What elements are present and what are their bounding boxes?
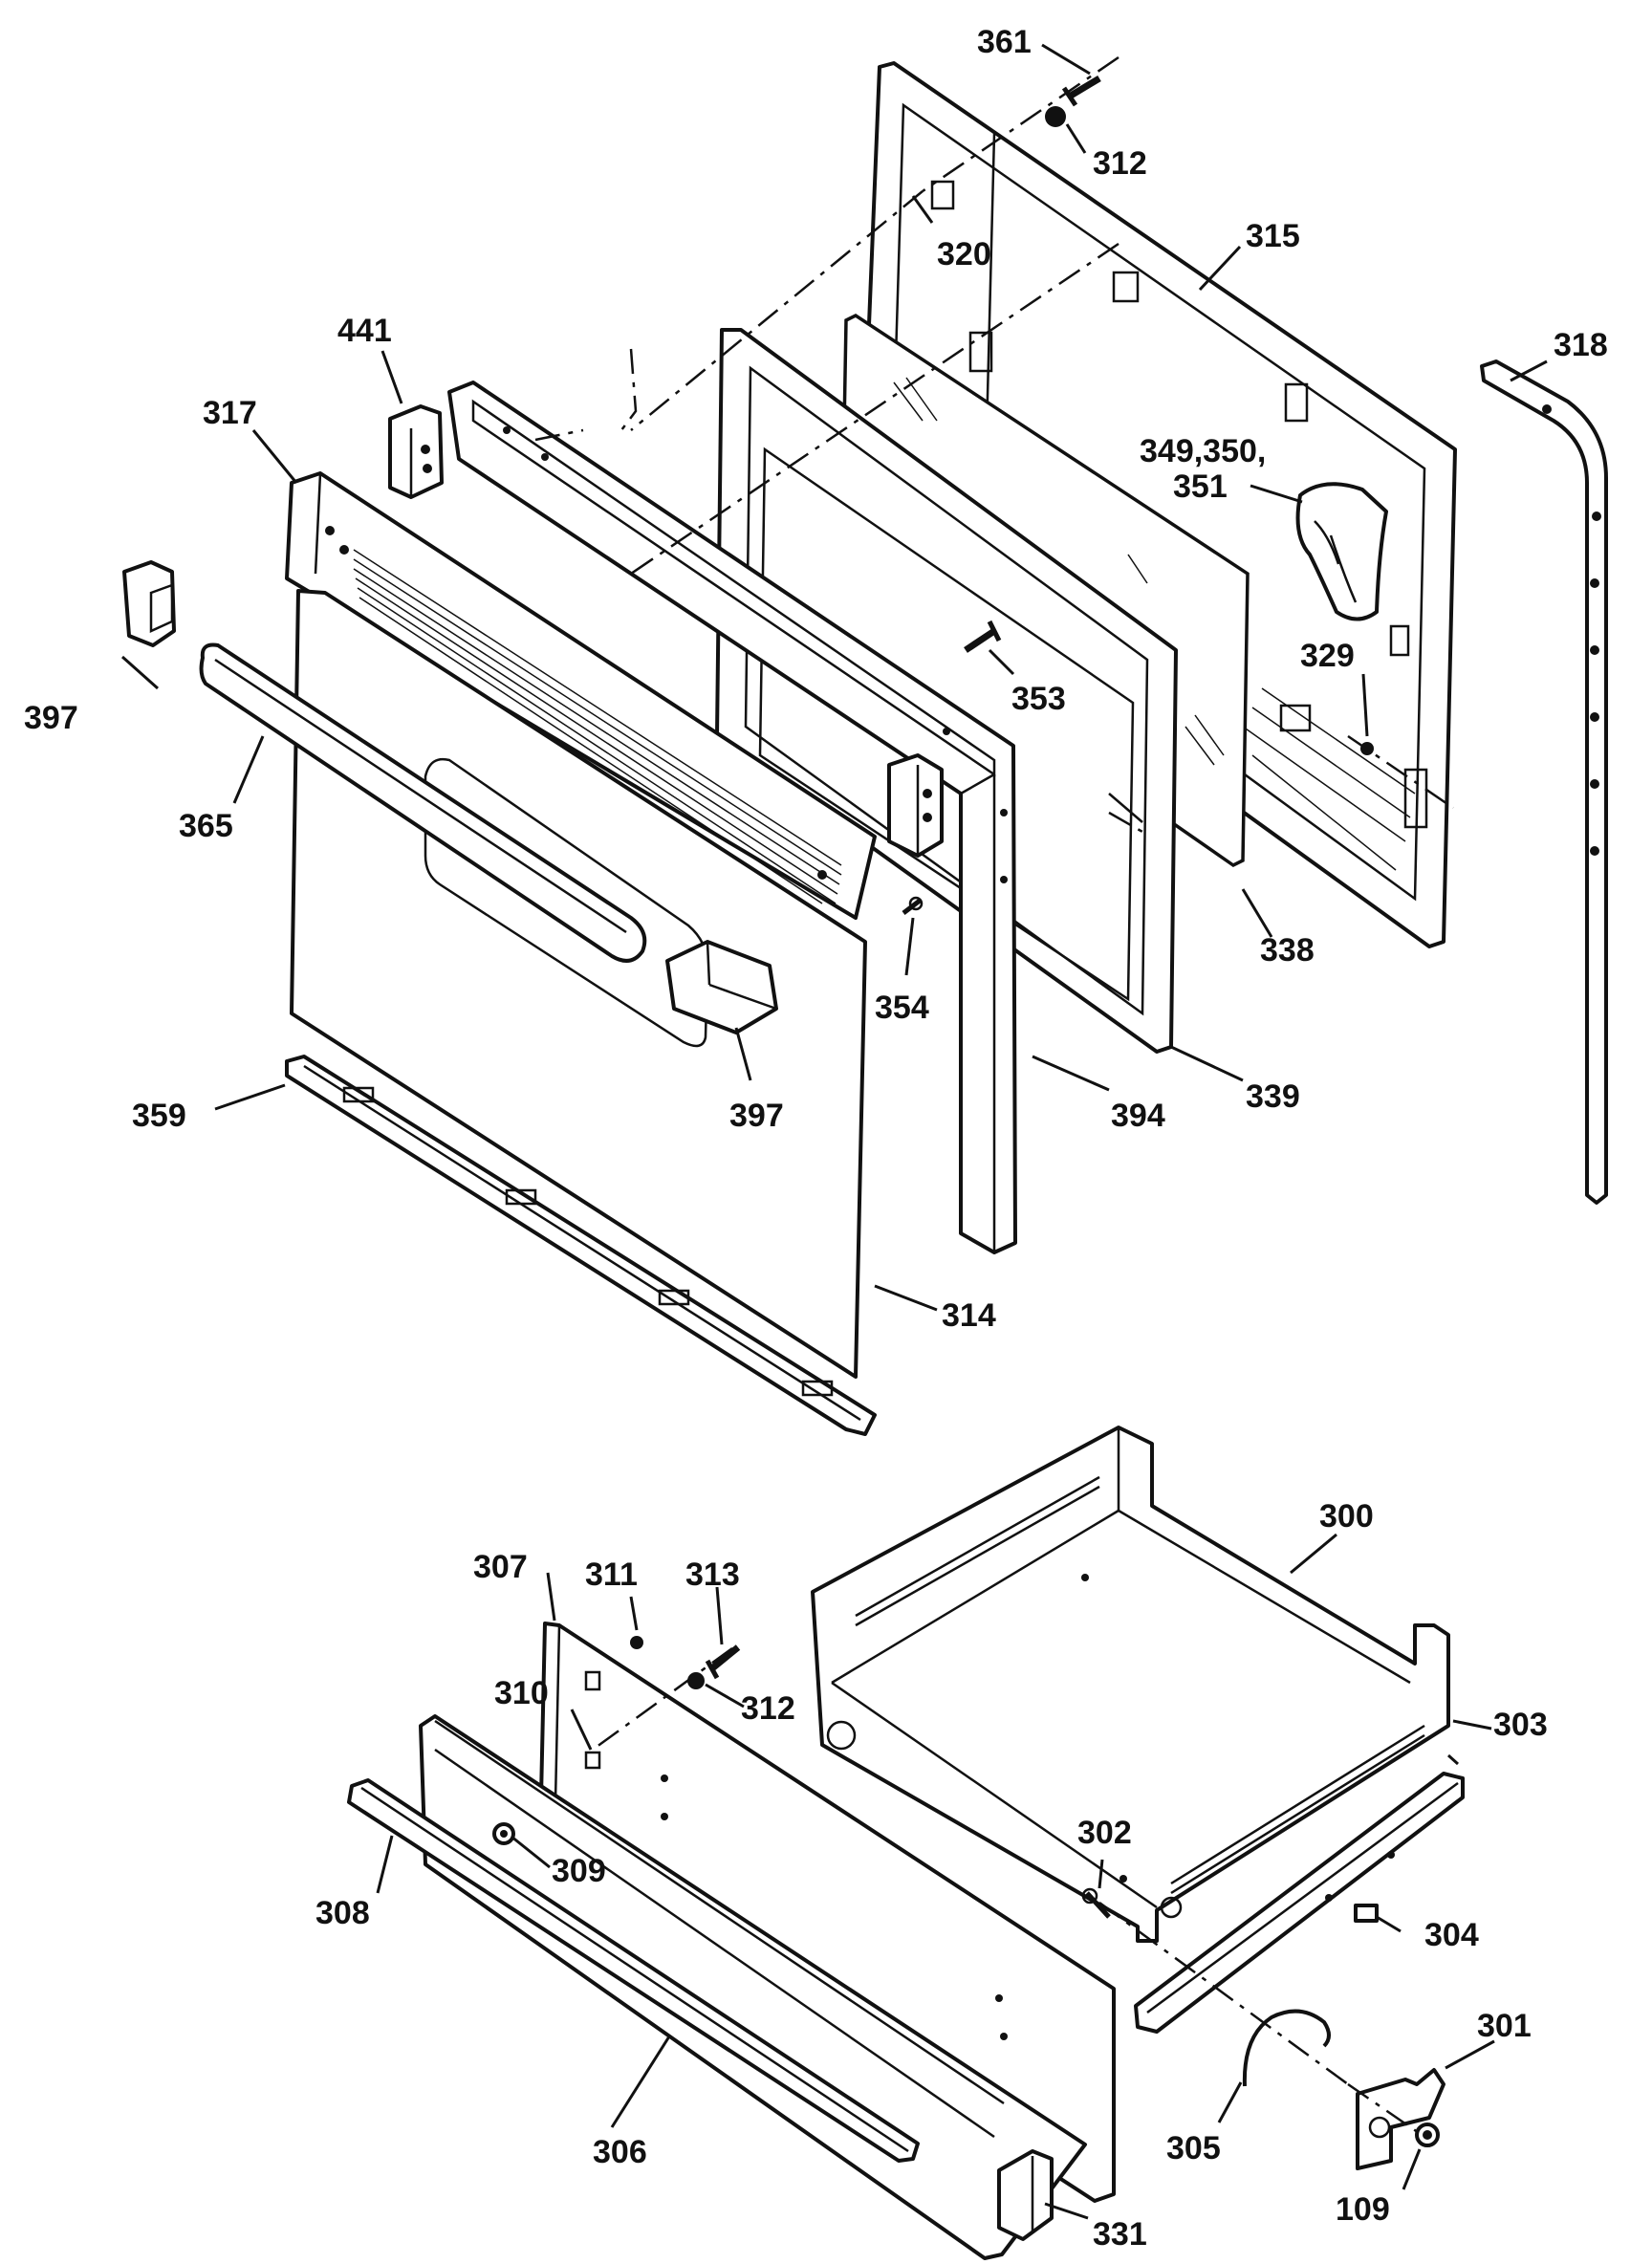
callout-304: 304 (1424, 1917, 1479, 1953)
washer-312-top (1045, 106, 1066, 127)
nut-109 (1415, 2122, 1440, 2147)
callout-312-top: 312 (1093, 145, 1147, 182)
callout-338: 338 (1260, 932, 1315, 969)
callout-303: 303 (1493, 1707, 1548, 1743)
callout-331: 331 (1093, 2216, 1147, 2253)
callout-359: 359 (132, 1098, 186, 1134)
hinge-bracket-right (887, 753, 944, 858)
callout-351: 351 (1173, 468, 1228, 505)
washer-312-drawer (687, 1672, 705, 1689)
callout-365: 365 (179, 808, 233, 844)
callout-305: 305 (1166, 2130, 1221, 2166)
door-gasket-318 (1480, 359, 1608, 1205)
callout-312-drawer: 312 (741, 1690, 795, 1727)
callout-300: 300 (1319, 1498, 1374, 1535)
callout-labels: 361 312 315 320 318 441 317 349,350, 351… (24, 24, 1608, 2253)
callout-301: 301 (1477, 2008, 1532, 2044)
handle-end-cap-397-left (122, 560, 176, 647)
roller-304 (1354, 1904, 1379, 1923)
washer-311 (630, 1636, 643, 1649)
outer-door-frame-394 (447, 381, 1017, 1254)
vent-slots (353, 549, 842, 904)
drawer-body-300 (811, 1426, 1450, 1943)
screw-361 (1061, 75, 1101, 107)
callout-314: 314 (942, 1297, 996, 1334)
screw-313 (705, 1644, 741, 1680)
callout-318: 318 (1554, 327, 1608, 363)
callout-353: 353 (1011, 681, 1066, 717)
callout-307: 307 (473, 1549, 528, 1585)
callout-302: 302 (1077, 1815, 1132, 1851)
callout-315: 315 (1246, 218, 1300, 254)
callout-313: 313 (685, 1556, 740, 1593)
callout-306: 306 (593, 2134, 647, 2170)
callout-339: 339 (1246, 1078, 1300, 1115)
drawer-end-cap-331 (997, 2149, 1054, 2241)
callout-317: 317 (203, 395, 257, 431)
handle-end-cap-397 (665, 940, 778, 1034)
insulation-pad-349-351 (1295, 482, 1388, 621)
callout-309: 309 (552, 1853, 606, 1889)
clip-305 (1242, 2009, 1331, 2087)
door-handle-365 (199, 642, 647, 963)
vent-trim-317 (285, 471, 877, 920)
screw-353 (964, 620, 1002, 653)
hinge-bracket-441 (388, 404, 444, 499)
drawer-handle-308 (347, 1778, 920, 2163)
callout-349-350: 349,350, (1140, 433, 1266, 469)
centerlines-drawer (592, 1646, 1425, 2139)
drawer-front-306 (419, 1714, 1087, 2260)
callout-329: 329 (1300, 638, 1355, 674)
grommet-309 (492, 1822, 515, 1845)
callout-308: 308 (315, 1895, 370, 1931)
centerlines-door (534, 55, 1454, 834)
callout-394: 394 (1111, 1098, 1165, 1134)
leader-lines (121, 43, 1548, 2220)
callout-441: 441 (337, 313, 392, 349)
callout-361: 361 (977, 24, 1032, 60)
screw-354 (902, 896, 924, 915)
callout-109: 109 (1336, 2191, 1390, 2228)
callout-397-right: 397 (729, 1098, 784, 1134)
bottom-trim-359 (285, 1055, 877, 1436)
drawer-slide-303 (1134, 1772, 1465, 2034)
callout-320: 320 (937, 236, 991, 272)
callout-397-left: 397 (24, 700, 78, 736)
callout-354: 354 (875, 990, 929, 1026)
callout-310: 310 (494, 1675, 549, 1711)
callout-311: 311 (585, 1556, 638, 1593)
screw-302 (1081, 1887, 1111, 1919)
